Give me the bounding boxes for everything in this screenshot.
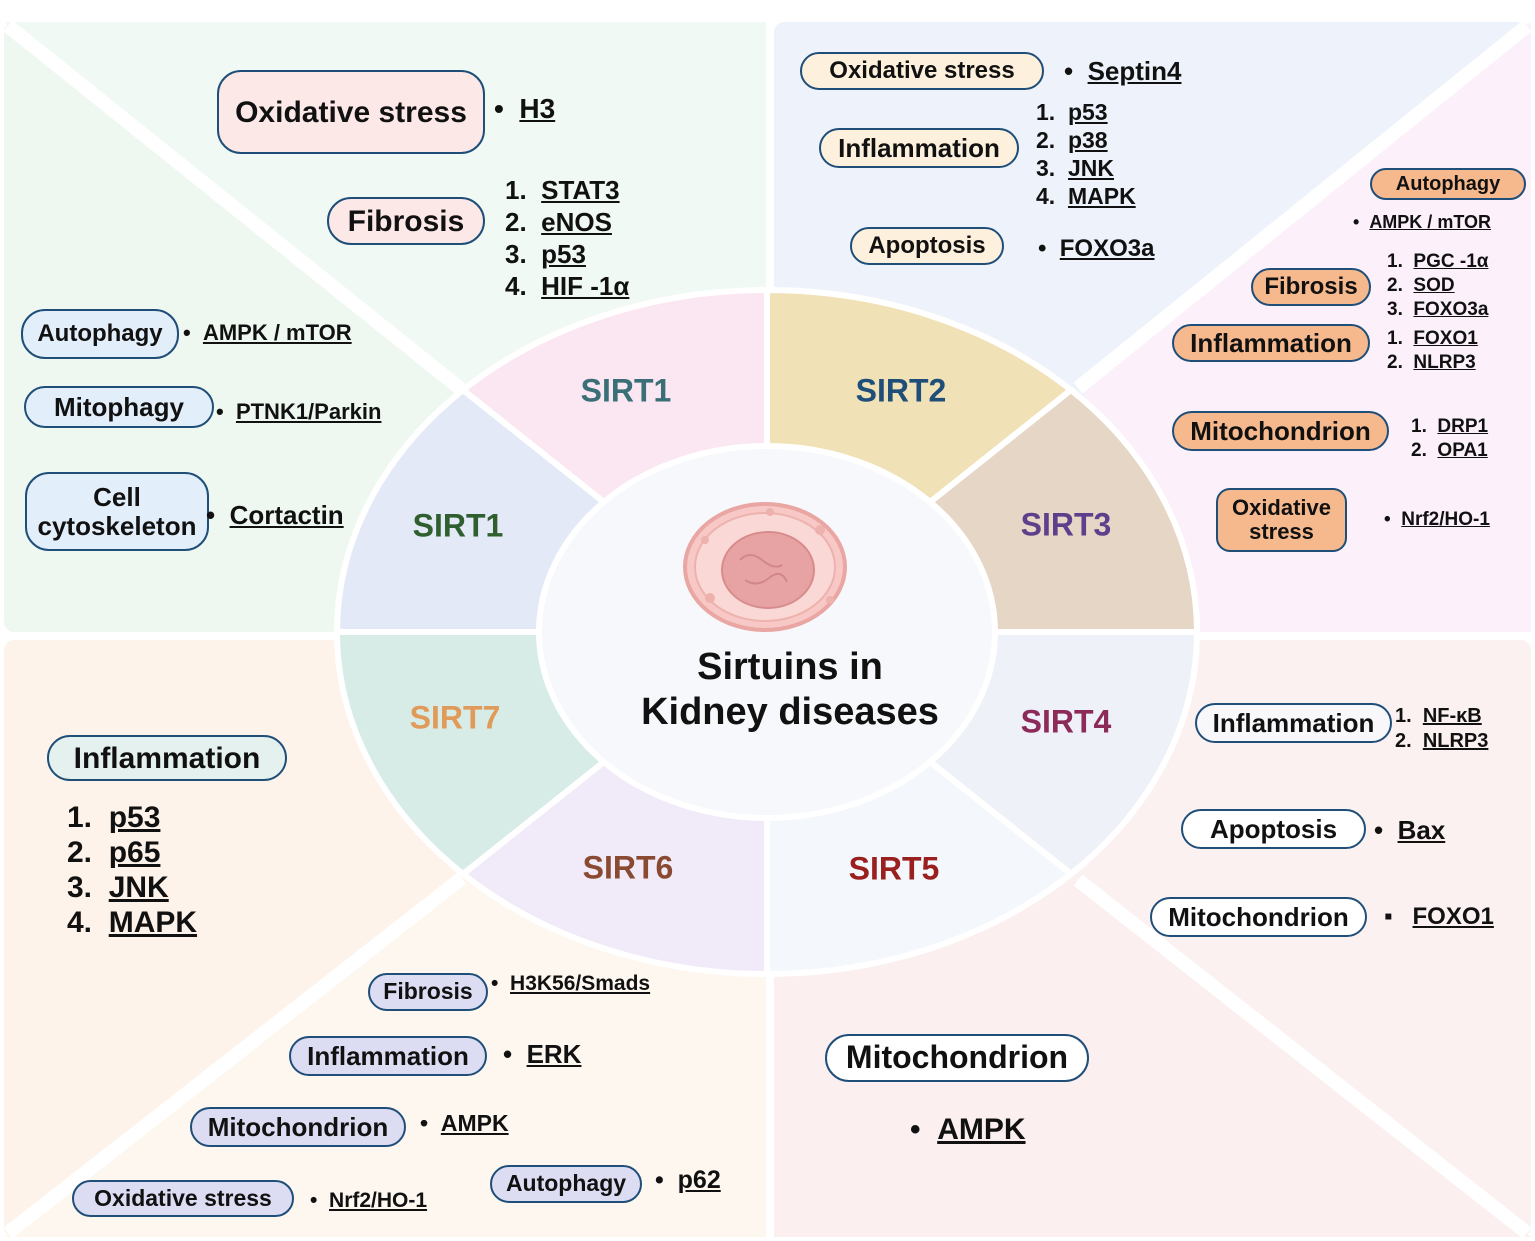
list-item: 4. MAPK xyxy=(1036,183,1136,209)
sirt7-inflammation-targets: 1. p53 2. p65 3. JNK 4. MAPK xyxy=(67,800,197,940)
list-item: 3. FOXO3a xyxy=(1387,299,1489,320)
sirt4-inflammation-targets: 1. NF-κB 2. NLRP3 xyxy=(1395,704,1488,754)
list-item: 3. p53 xyxy=(505,239,586,269)
list-item: 4. HIF -1α xyxy=(505,271,630,301)
divider-diag-bl xyxy=(3,872,467,1239)
list-item: 1. DRP1 xyxy=(1411,416,1489,437)
sirt4-apoptosis-target: • Bax xyxy=(1374,815,1446,845)
sirt1-fibrosis-label: Fibrosis xyxy=(327,197,485,245)
sirt5-mitochondrion-target: • AMPK xyxy=(910,1113,1026,1146)
sirt6-oxidative-target: • Nrf2/HO-1 xyxy=(310,1189,428,1212)
cytoskeleton-label-line1: Cell xyxy=(93,481,141,512)
sirt1-oxidative-stress-label: Oxidative stress xyxy=(217,70,485,154)
sirt2-apoptosis-target: • FOXO3a xyxy=(1038,235,1155,262)
sirt1-top-label: SIRT1 xyxy=(580,372,672,409)
list-item: 2. p65 xyxy=(67,836,161,869)
list-item: 3. JNK xyxy=(1036,155,1114,181)
sirt7-inflammation-label: Inflammation xyxy=(47,735,287,781)
sirt4-mitochondrion-target: ▪ FOXO1 xyxy=(1384,903,1494,930)
sirt2-apoptosis-label: Apoptosis xyxy=(850,227,1004,265)
list-item: 1. p53 xyxy=(67,801,161,834)
sirt3-fibrosis-label: Fibrosis xyxy=(1251,268,1371,306)
oxidative-label-line1: Oxidative xyxy=(1231,494,1332,520)
sirt1-left-label: SIRT1 xyxy=(412,507,504,544)
sirt6-inflammation-label: Inflammation xyxy=(289,1036,487,1076)
sirt6-inflammation-target: • ERK xyxy=(503,1039,582,1069)
center-title: Sirtuins in Kidney diseases xyxy=(590,645,990,735)
sirt3-autophagy-target: • AMPK / mTOR xyxy=(1353,212,1491,232)
sirt6-autophagy-target: • p62 xyxy=(655,1166,721,1194)
sirt5-label: SIRT5 xyxy=(848,850,940,887)
list-item: 2. NLRP3 xyxy=(1395,730,1489,752)
sirt6-fibrosis-label: Fibrosis xyxy=(368,973,488,1011)
list-item: 2. p38 xyxy=(1036,127,1108,153)
list-item: 1. NF-κB xyxy=(1395,705,1482,727)
sirt5-mitochondrion-label: Mitochondrion xyxy=(825,1034,1089,1082)
cytoskeleton-label-line2: cytoskeleton xyxy=(37,510,197,541)
sirt6-mitochondrion-target: • AMPK xyxy=(420,1110,509,1136)
sirt4-label: SIRT4 xyxy=(1020,703,1112,740)
sirt6-oxidative-stress-label: Oxidative stress xyxy=(72,1180,294,1217)
sirt1-mitophagy-label: Mitophagy xyxy=(24,386,214,428)
sirt1-mitophagy-target: • PTNK1/Parkin xyxy=(216,399,382,424)
list-item: 1. FOXO1 xyxy=(1387,328,1478,349)
center-title-line1: Sirtuins in xyxy=(697,646,883,688)
sirt6-label: SIRT6 xyxy=(582,849,674,886)
list-item: 1. p53 xyxy=(1036,99,1108,125)
center-title-line2: Kidney diseases xyxy=(641,690,939,733)
kidney-cell-illustration xyxy=(683,502,847,632)
sirt7-label: SIRT7 xyxy=(409,699,501,736)
sirt3-mitochondrion-targets: 1. DRP1 2. OPA1 xyxy=(1411,415,1488,463)
divider-diag-br xyxy=(1073,874,1532,1239)
sirt6-autophagy-label: Autophagy xyxy=(490,1165,642,1203)
sirt6-mitochondrion-label: Mitochondrion xyxy=(190,1107,406,1147)
sirt2-inflammation-targets: 1. p53 2. p38 3. JNK 4. MAPK xyxy=(1036,98,1136,210)
sirt3-inflammation-targets: 1. FOXO1 2. NLRP3 xyxy=(1387,327,1478,375)
sirt4-inflammation-label: Inflammation xyxy=(1195,703,1392,743)
sirt4-mitochondrion-label: Mitochondrion xyxy=(1150,897,1367,937)
sirt3-oxidative-target: • Nrf2/HO-1 xyxy=(1384,509,1490,530)
sirt1-autophagy-target: • AMPK / mTOR xyxy=(183,320,352,345)
panel-sirt5-tint xyxy=(774,880,1531,1237)
list-item: 2. NLRP3 xyxy=(1387,352,1476,373)
sirt1-autophagy-label: Autophagy xyxy=(21,309,179,359)
sirt1-cytoskeleton-label: Cell cytoskeleton xyxy=(25,472,209,551)
sirt1-cytoskeleton-target: • Cortactin xyxy=(206,500,344,530)
sirt2-label: SIRT2 xyxy=(855,372,947,409)
list-item: 4. MAPK xyxy=(67,906,198,939)
sirt2-oxidative-stress-label: Oxidative stress xyxy=(800,52,1044,90)
sirt2-oxidative-target: • Septin4 xyxy=(1064,56,1182,86)
sirt3-label: SIRT3 xyxy=(1020,506,1112,543)
sirt3-fibrosis-targets: 1. PGC -1α 2. SOD 3. FOXO3a xyxy=(1387,250,1488,322)
list-item: 2. SOD xyxy=(1387,275,1455,296)
list-item: 1. STAT3 xyxy=(505,175,620,205)
divider-diag-tr xyxy=(1073,20,1532,394)
sirt2-inflammation-label: Inflammation xyxy=(819,128,1019,168)
list-item: 1. PGC -1α xyxy=(1387,251,1489,272)
sirt3-oxidative-stress-label: Oxidative stress xyxy=(1216,488,1347,552)
sirt3-mitochondrion-label: Mitochondrion xyxy=(1172,411,1389,451)
sirt1-oxidative-target: • H3 xyxy=(494,93,556,124)
sirt6-fibrosis-target: • H3K56/Smads xyxy=(491,972,651,995)
list-item: 3. JNK xyxy=(67,871,169,904)
oxidative-label-line2: stress xyxy=(1249,519,1314,544)
sirt3-inflammation-label: Inflammation xyxy=(1172,324,1370,362)
list-item: 2. OPA1 xyxy=(1411,440,1488,461)
center-circle xyxy=(536,443,998,821)
sirt3-autophagy-label: Autophagy xyxy=(1370,168,1526,200)
sirt1-fibrosis-targets: 1. STAT3 2. eNOS 3. p53 4. HIF -1α xyxy=(505,174,629,302)
divider-diag-tl xyxy=(3,20,467,396)
sirt4-apoptosis-label: Apoptosis xyxy=(1181,809,1366,849)
list-item: 2. eNOS xyxy=(505,207,612,237)
